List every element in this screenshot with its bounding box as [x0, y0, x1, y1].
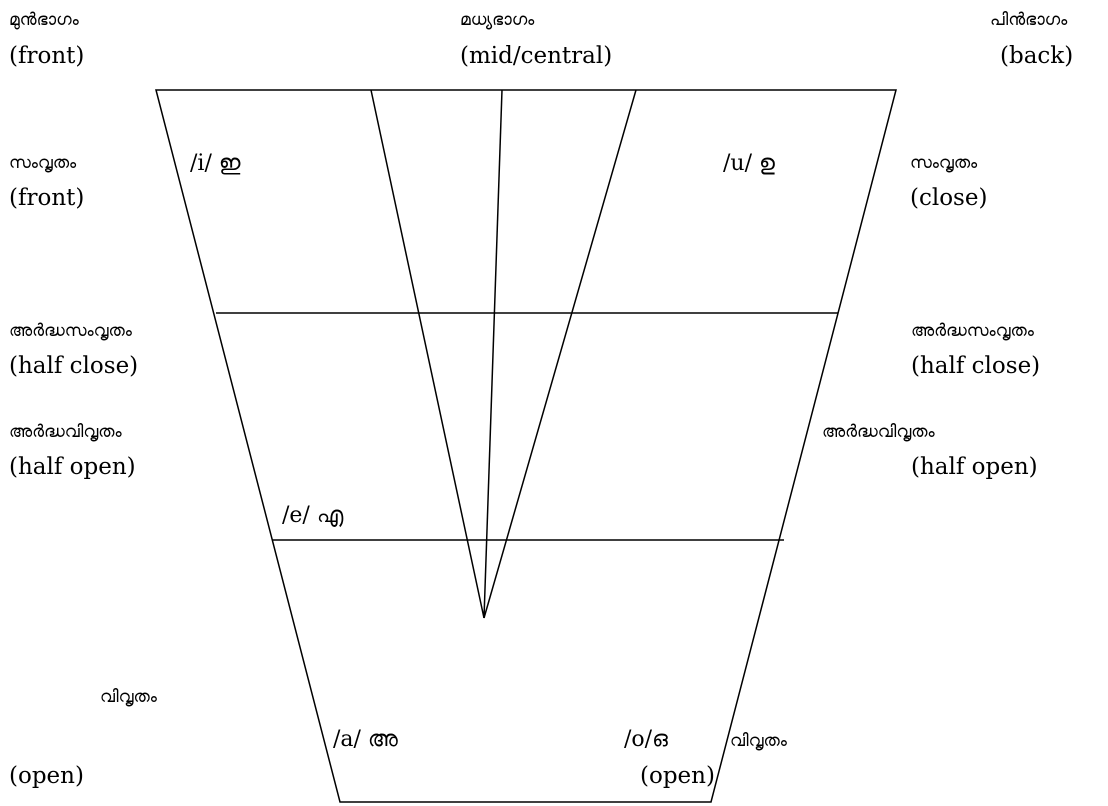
close-row-label-left-ml: സംവൃതം [9, 153, 77, 173]
front-column-label-en: (front) [9, 43, 85, 69]
half-open-label-left-en: (half open) [9, 454, 136, 480]
half-close-label-left-en: (half close) [9, 353, 139, 379]
vowel-a-label: /a/ അ [333, 727, 398, 752]
half-open-label-right-en: (half open) [911, 454, 1038, 480]
vowel-o-label: /o/ഒ [624, 727, 668, 752]
close-row-label-right-en: (close) [910, 185, 988, 211]
half-open-label-right-ml: അർദ്ധവിവൃതം [822, 422, 935, 442]
half-open-label-left-ml: അർദ്ധവിവൃതം [9, 422, 122, 442]
open-label-left-ml: വിവൃതം [100, 687, 157, 707]
vowel-trapezium-outline [155, 89, 897, 803]
close-row-label-right-ml: സംവൃതം [910, 153, 978, 173]
close-row-label-left-en: (front) [9, 185, 85, 211]
half-close-label-right-ml: അർദ്ധസംവൃതം [911, 321, 1034, 341]
open-label-right-ml: വിവൃതം [730, 731, 787, 751]
central-mid-line [483, 89, 503, 619]
front-column-label-ml: മുൻഭാഗം [9, 10, 79, 30]
vowel-i-label: /i/ ഇ [190, 151, 241, 176]
vowel-u-label: /u/ ഉ [723, 151, 775, 176]
central-left-line [370, 89, 485, 619]
back-column-label-ml: പിൻഭാഗം [990, 10, 1068, 30]
back-column-label-en: (back) [1000, 43, 1074, 69]
half-close-label-right-en: (half close) [911, 353, 1041, 379]
central-column-label-en: (mid/central) [460, 43, 613, 69]
central-column-label-ml: മധ്യഭാഗം [460, 10, 535, 30]
vowel-e-label: /e/ എ [282, 503, 344, 528]
half-close-label-left-ml: അർദ്ധസംവൃതം [9, 321, 132, 341]
open-label-right-en: (open) [640, 763, 715, 789]
open-label-left-en: (open) [9, 763, 84, 789]
central-right-line [483, 89, 637, 619]
